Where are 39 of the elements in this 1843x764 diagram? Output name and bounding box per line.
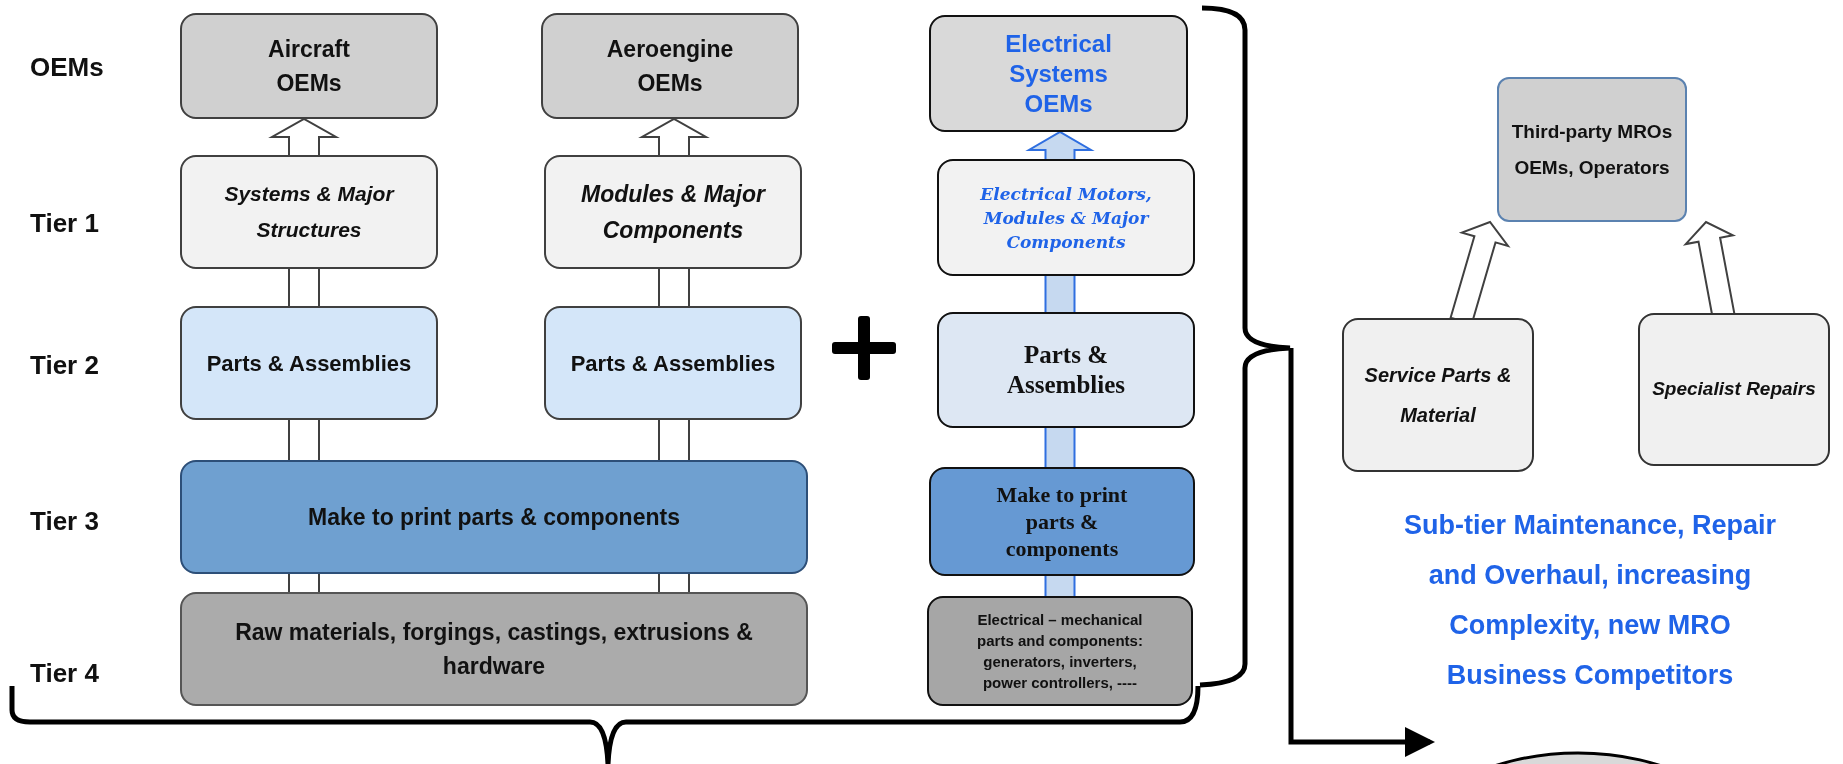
- process-box: [180, 460, 808, 574]
- process-box: [937, 159, 1195, 276]
- tier-label: Tier 3: [30, 505, 99, 538]
- arrow: [1288, 348, 1435, 757]
- process-box: [927, 596, 1193, 706]
- box-text: Specialist Repairs: [1651, 377, 1817, 402]
- tier-label: Tier 1: [30, 207, 99, 240]
- process-box: [929, 467, 1195, 576]
- box-text: Aircraft OEMs: [267, 35, 351, 98]
- box-text: Electrical Systems OEMs: [1004, 28, 1113, 119]
- box-text: Parts & Assemblies: [569, 349, 777, 378]
- process-box: [544, 306, 802, 420]
- box-text: Systems & Major Structures: [223, 181, 396, 243]
- process-box: [929, 15, 1188, 132]
- box-text: Make to print parts & components: [995, 481, 1129, 562]
- box-text: Service Parts & Material: [1363, 363, 1513, 428]
- box-text: Third-party MROs OEMs, Operators: [1510, 119, 1674, 180]
- box-text: Electrical – mechanical parts and components: generators, inverters, power controllers, ----: [976, 610, 1144, 693]
- box-text: Parts & Assemblies: [1005, 340, 1127, 400]
- box-text: Electrical Motors, Modules & Major Components: [979, 182, 1153, 254]
- box-text: Modules & Major Components: [580, 180, 767, 245]
- tier-label: Tier 4: [30, 657, 99, 690]
- process-box: [1342, 318, 1534, 472]
- tier-label: Tier 2: [30, 349, 99, 382]
- process-box: [180, 592, 808, 706]
- process-box: [1497, 77, 1687, 222]
- process-box: [541, 13, 799, 119]
- tier-label: OEMs: [30, 51, 104, 84]
- box-text: Make to print parts & components: [307, 502, 681, 532]
- box-text: Parts & Assemblies: [205, 349, 413, 378]
- process-box: [544, 155, 802, 269]
- process-box: [937, 312, 1195, 428]
- note-text: Sub-tier Maintenance, Repair and Overhaul, increasing Complexity, new MRO Business Competitors: [1402, 509, 1778, 692]
- process-box: [180, 13, 438, 119]
- box-text: Aeroengine OEMs: [605, 35, 735, 98]
- process-box: [180, 155, 438, 269]
- box-text: Raw materials, forgings, castings, extrusions & hardware: [234, 618, 754, 681]
- process-box: [1638, 313, 1830, 466]
- process-box: [180, 306, 438, 420]
